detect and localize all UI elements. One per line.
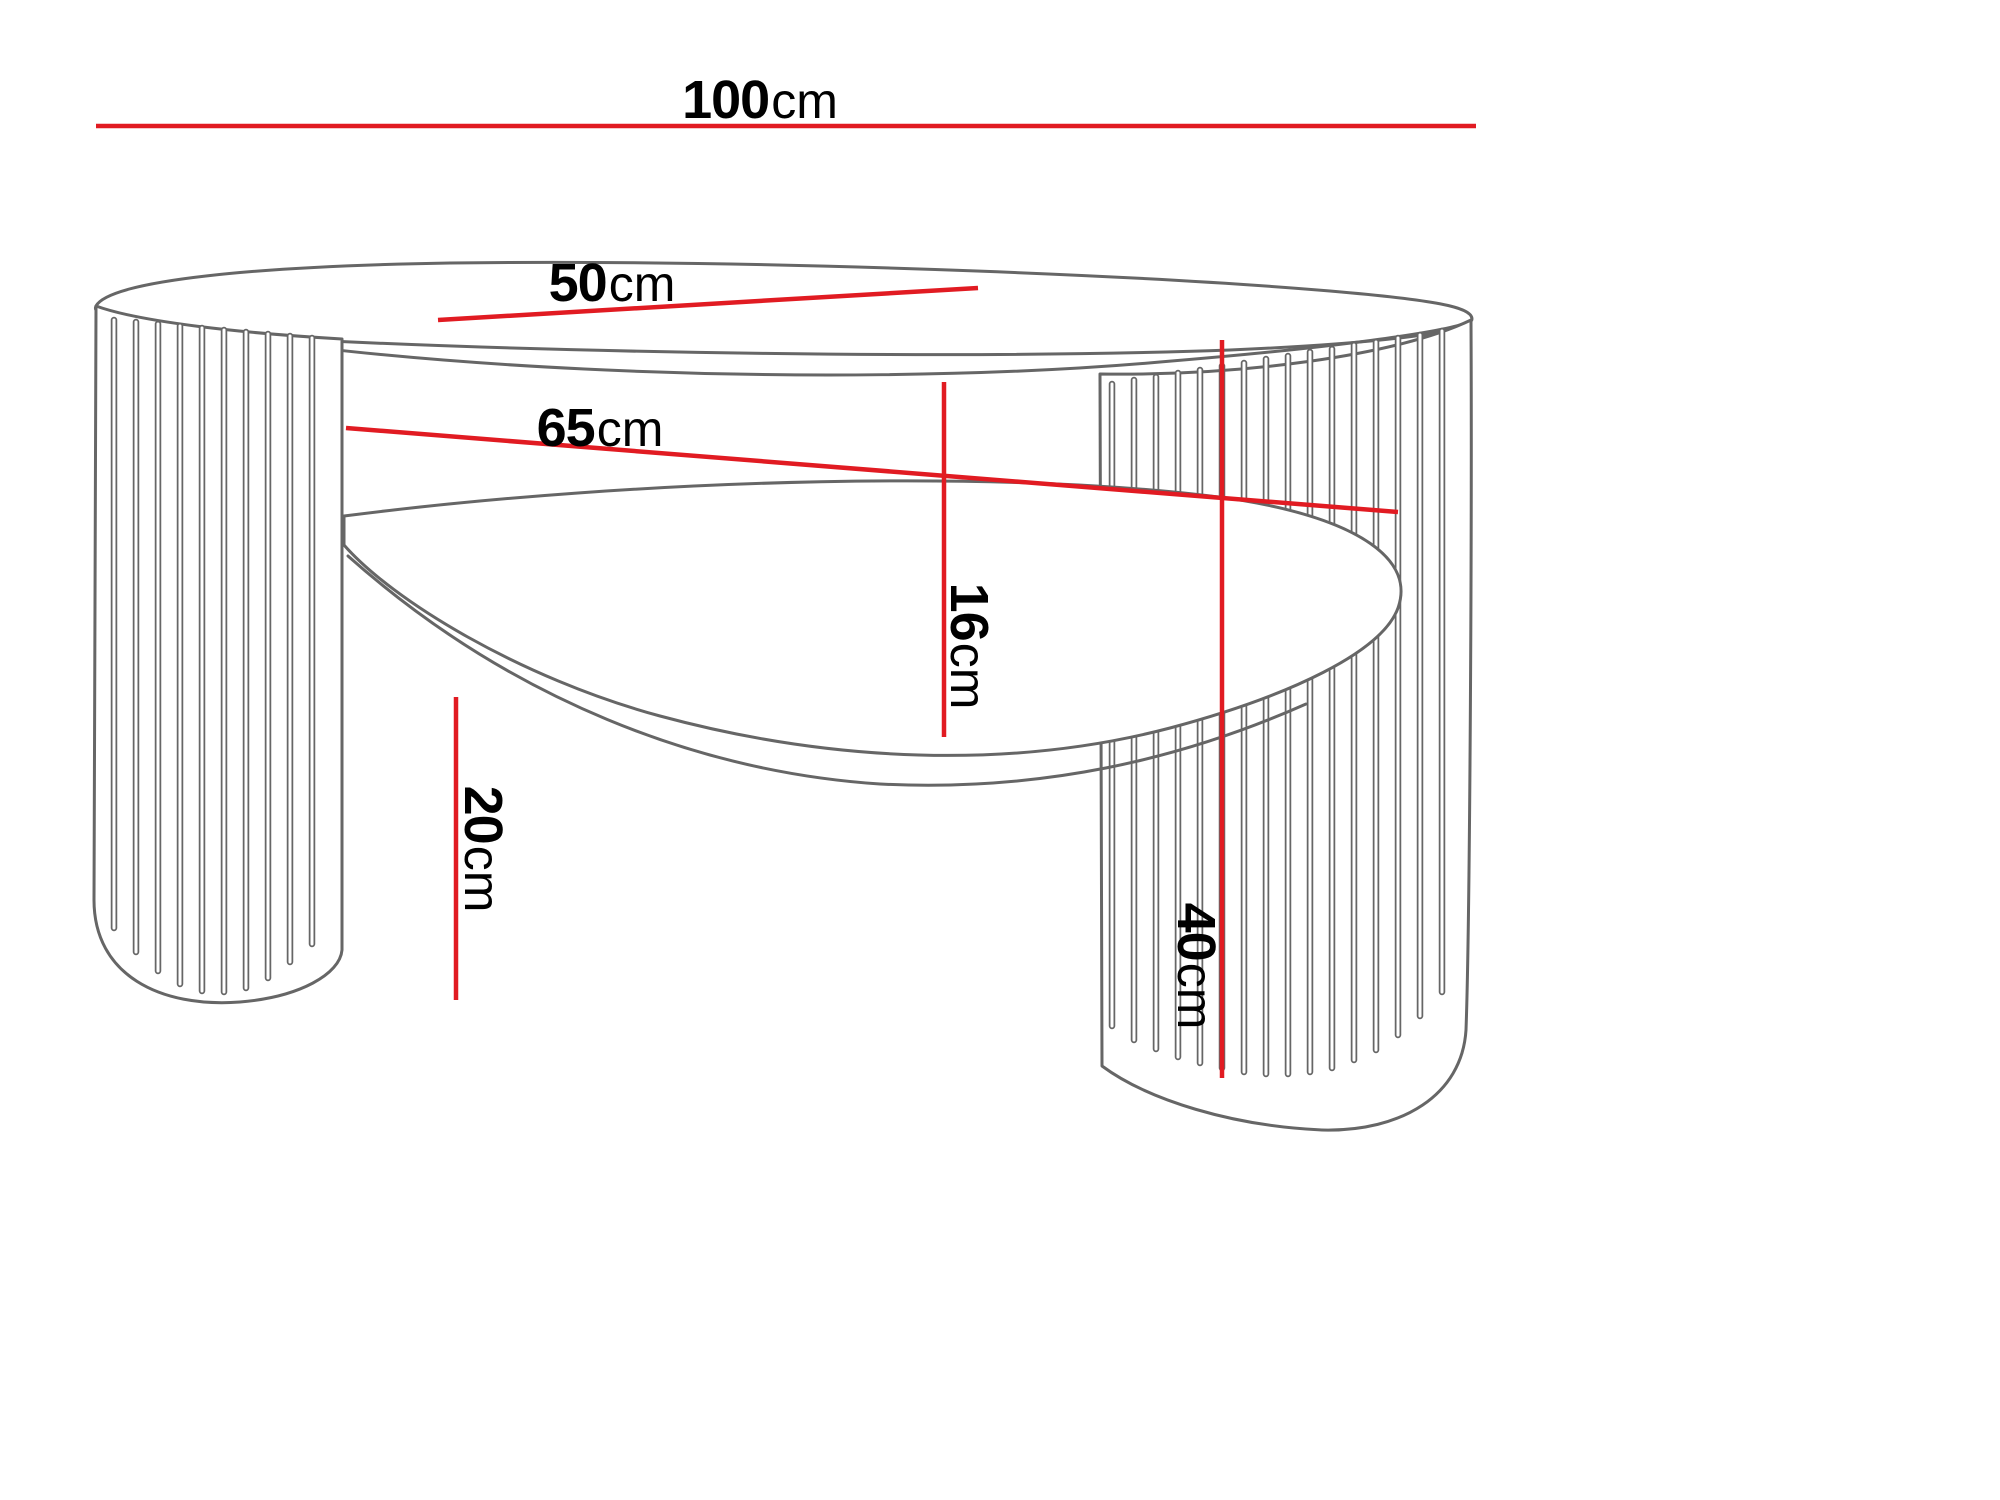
dimension-lines <box>96 123 1476 1078</box>
dimension-line-top-depth <box>437 285 979 323</box>
dimension-unit: cm <box>608 256 676 312</box>
dimension-value: 65 <box>536 398 596 458</box>
dimension-value: 50 <box>548 253 608 313</box>
shelf-thickness-rim <box>346 554 1308 787</box>
left-panel-body <box>92 304 344 1005</box>
dimension-unit: cm <box>771 73 838 129</box>
dimension-unit: cm <box>940 642 996 710</box>
left-side-panel <box>92 304 344 1005</box>
dimension-unit: cm <box>454 845 510 913</box>
dimension-unit: cm <box>596 401 664 457</box>
dimension-value: 16 <box>939 582 999 641</box>
dimension-value: 20 <box>453 785 513 844</box>
dimension-value: 100 <box>682 70 770 130</box>
lower-shelf <box>342 479 1403 787</box>
shelf-surface <box>342 479 1403 757</box>
dimension-unit: cm <box>1167 962 1223 1030</box>
dimension-value: 40 <box>1166 902 1226 961</box>
